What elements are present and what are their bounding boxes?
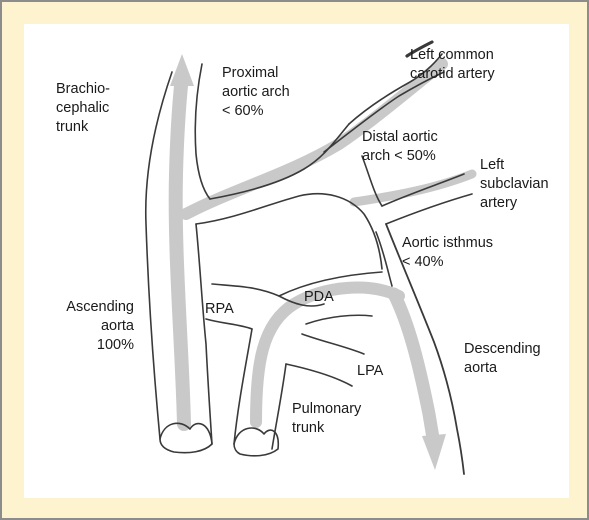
label-pda: PDA xyxy=(304,288,334,307)
ascending-aorta-inner-wall xyxy=(196,224,212,444)
ascending-aorta-flow-arrow xyxy=(176,76,184,424)
diagram-panel: Brachio- cephalic trunk Proximal aortic … xyxy=(24,24,569,498)
arch-underside xyxy=(196,194,382,269)
descending-arrowhead xyxy=(422,434,446,470)
lpa-lower-wall xyxy=(286,364,352,386)
rpa-lower-wall xyxy=(206,319,252,329)
pulmonary-trunk-left-wall xyxy=(234,329,252,444)
pulmonary-trunk-right-wall xyxy=(272,364,286,449)
pulmonary-valve-cusps xyxy=(234,428,278,456)
label-distal-aortic-arch: Distal aortic arch < 50% xyxy=(362,128,438,166)
label-pulmonary-trunk: Pulmonary trunk xyxy=(292,400,361,438)
brachiocephalic-arrowhead xyxy=(170,54,194,86)
lpa-upper-wall xyxy=(302,334,364,354)
label-proximal-aortic-arch: Proximal aortic arch < 60% xyxy=(222,64,290,121)
label-lpa: LPA xyxy=(357,362,383,381)
brachiocephalic-inner-wall xyxy=(195,64,210,199)
descending-aorta-flow-arrow xyxy=(394,294,434,444)
left-subclavian-upper-wall xyxy=(382,174,464,206)
label-left-common-carotid-artery: Left common carotid artery xyxy=(410,46,495,84)
label-rpa: RPA xyxy=(205,300,234,319)
ascending-aorta-outer-wall xyxy=(146,72,172,439)
label-ascending-aorta: Ascending aorta 100% xyxy=(44,298,134,355)
label-descending-aorta: Descending aorta xyxy=(464,340,541,378)
pda-lower-wall xyxy=(306,315,372,324)
descending-aorta-left-wall xyxy=(376,232,392,286)
label-brachiocephalic-trunk: Brachio- cephalic trunk xyxy=(56,80,110,137)
label-aortic-isthmus: Aortic isthmus < 40% xyxy=(402,234,493,272)
label-left-subclavian-artery: Left subclavian artery xyxy=(480,156,549,213)
